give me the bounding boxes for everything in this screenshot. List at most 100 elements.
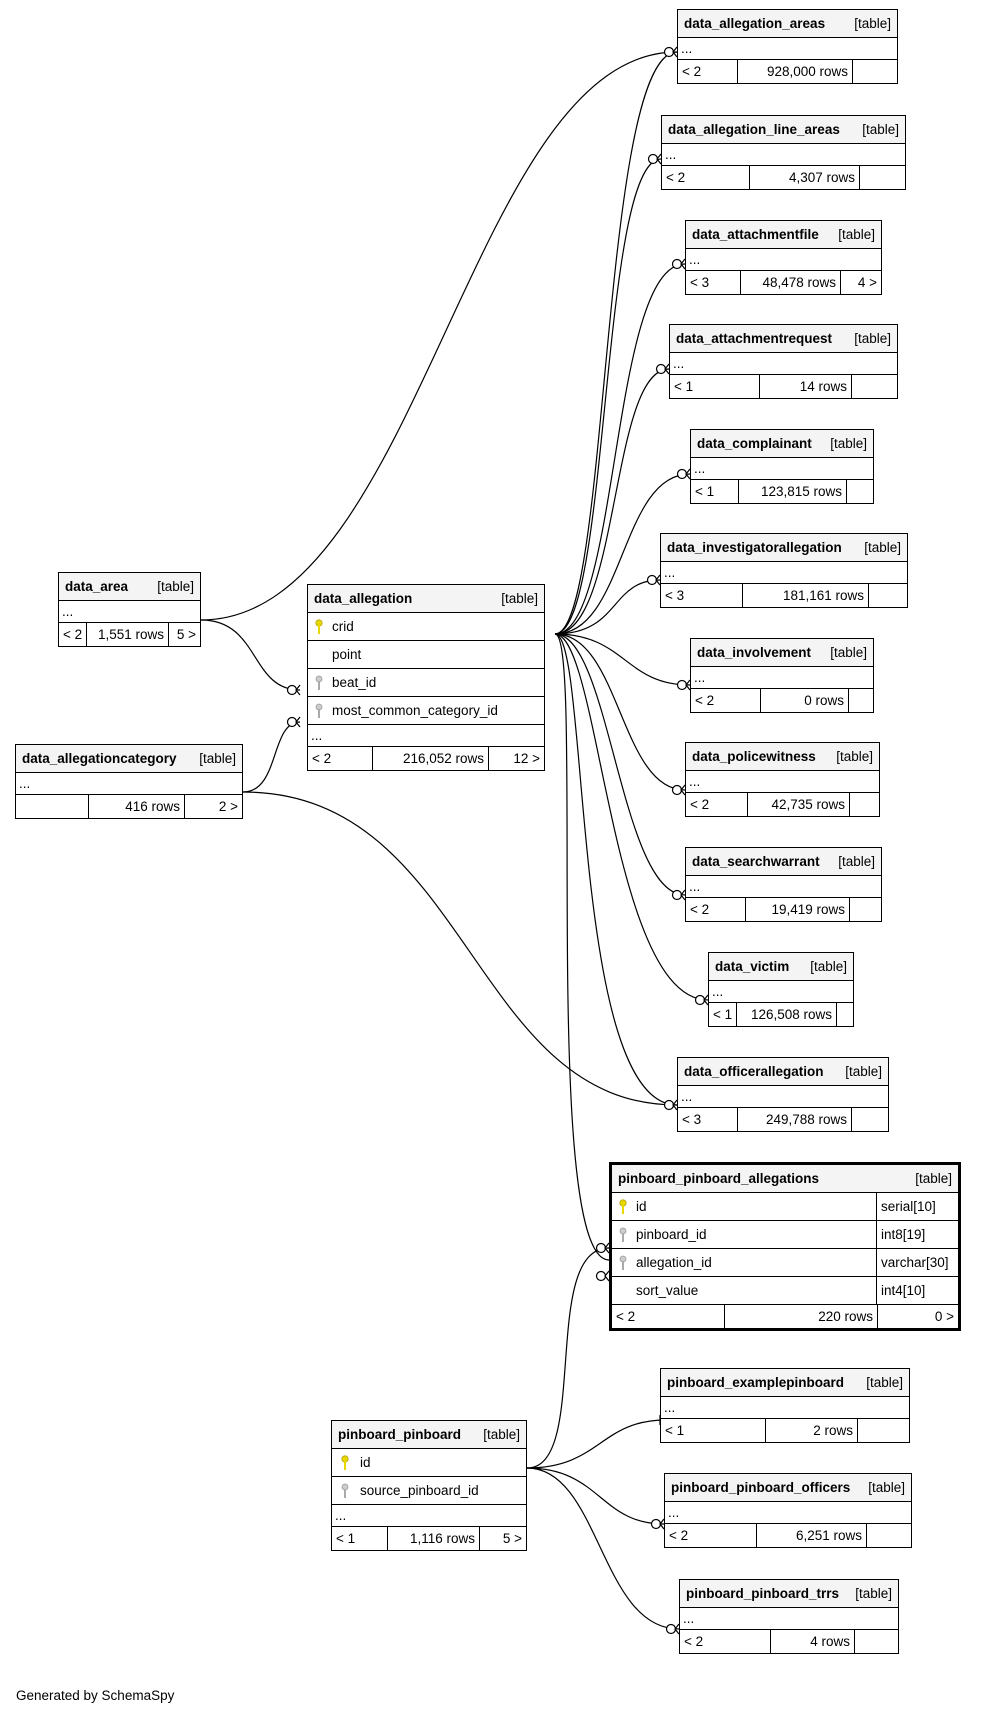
table-name: data_allegationcategory [22,751,177,766]
children-count: 12 > [513,751,540,766]
parents-count: < 1 [709,1003,737,1026]
table-type: [table] [838,854,875,869]
table-type: [table] [810,959,847,974]
table-name: data_attachmentfile [692,227,819,242]
foreign-key-icon [308,703,330,719]
row-count: 1,116 rows [388,1527,480,1550]
foreign-key-icon [332,1483,358,1499]
table-type: [table] [836,749,873,764]
children-count [850,793,879,816]
primary-key-icon [612,1198,634,1215]
edge-category-officerallegation [242,791,678,1106]
table-name: data_allegation_areas [684,16,826,31]
column-name: pinboard_id [636,1227,707,1242]
edge-allegation-areas [554,51,678,635]
table-data-allegationcategory[interactable]: data_allegationcategory[table] ... 416 r… [15,744,243,819]
table-pinboard-pinboard[interactable]: pinboard_pinboard[table] id source_pinbo… [331,1420,527,1551]
table-name: pinboard_examplepinboard [667,1375,845,1390]
primary-key-icon [308,618,330,635]
table-type: [table] [864,540,901,555]
column-name: point [332,647,362,662]
edge-victim [554,633,709,1001]
parents-count: < 2 [662,166,750,189]
table-name: data_officerallegation [684,1064,824,1079]
edge-searchwarrant [554,633,686,896]
table-type: [table] [915,1171,952,1186]
children-count: 5 > [502,1531,522,1546]
column-row[interactable]: pinboard_id int8[19] [612,1221,958,1249]
row-count: 249,788 rows [738,1108,852,1131]
table-data-allegation-line-areas[interactable]: data_allegation_line_areas[table] ... < … [661,115,906,190]
children-count [850,898,881,921]
row-count: 42,735 rows [748,793,850,816]
row-count: 220 rows [725,1305,878,1328]
table-name: pinboard_pinboard_trrs [686,1586,840,1601]
children-count [849,689,873,712]
parents-count: < 2 [59,623,87,646]
columns-ellipsis: ... [662,144,905,166]
table-name: data_searchwarrant [692,854,820,869]
table-name: data_attachmentrequest [676,331,833,346]
edge-area-beat [200,619,301,691]
edge-pinboard-example [526,1419,667,1469]
column-name: allegation_id [636,1255,712,1270]
table-type: [table] [862,122,899,137]
column-row[interactable]: source_pinboard_id [332,1477,526,1505]
edge-investigatorallegation [554,579,661,635]
parents-count: < 2 [686,898,746,921]
column-row[interactable]: point [308,641,544,669]
columns-ellipsis: ... [709,981,853,1003]
columns-ellipsis: ... [661,562,907,584]
primary-key-icon [332,1454,358,1471]
column-name: beat_id [332,675,377,690]
table-type: [table] [866,1375,903,1390]
table-name: pinboard_pinboard [338,1427,461,1442]
columns-ellipsis: ... [332,1505,526,1527]
table-name: data_policewitness [692,749,816,764]
edge-pinboard-officers [526,1467,665,1525]
column-row[interactable]: beat_id [308,669,544,697]
children-count: 0 > [934,1309,954,1324]
parents-count: < 3 [678,1108,738,1131]
column-row[interactable]: crid [308,613,544,641]
children-count [855,1630,898,1653]
row-count: 0 rows [761,689,849,712]
parents-count: < 2 [686,793,748,816]
column-type: int4[10] [876,1277,958,1304]
row-count: 416 rows [89,795,185,818]
parents-count: < 1 [661,1419,766,1442]
column-type: int8[19] [876,1221,958,1248]
row-count: 4 rows [771,1630,855,1653]
children-count [869,584,907,607]
column-row[interactable]: most_common_category_id [308,697,544,725]
columns-ellipsis: ... [678,1086,888,1108]
table-type: [table] [157,579,194,594]
row-count: 48,478 rows [741,271,841,294]
foreign-key-icon [612,1255,634,1271]
table-name: data_area [65,579,129,594]
table-pinboard-pinboard-officers[interactable]: pinboard_pinboard_officers[table] ... < … [664,1473,912,1548]
parents-count: < 3 [661,584,743,607]
column-row[interactable]: id [332,1449,526,1477]
table-data-investigatorallegation[interactable]: data_investigatorallegation[table] ... <… [660,533,908,608]
foreign-key-icon [308,675,330,691]
column-type: serial[10] [876,1193,958,1220]
table-name: pinboard_pinboard_allegations [618,1171,820,1186]
table-data-allegation[interactable]: data_allegation[table] crid point beat_i… [307,584,545,771]
